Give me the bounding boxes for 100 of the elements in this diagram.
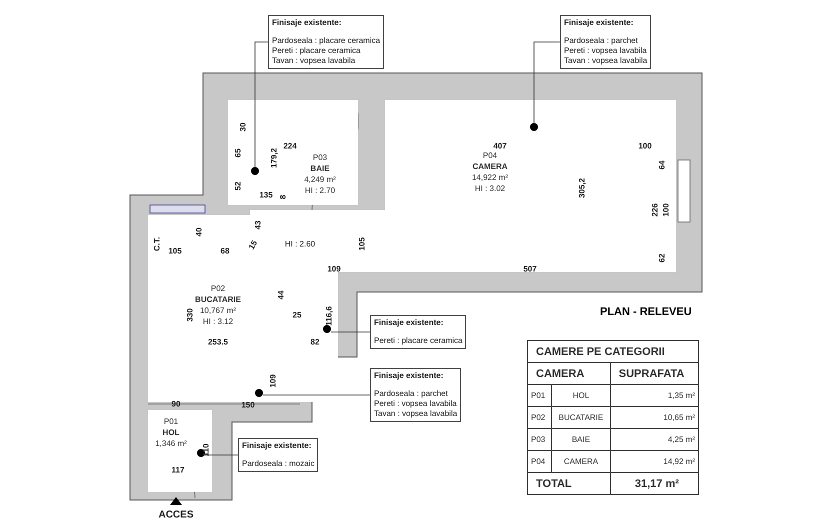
table-cell: 4,25 m²: [610, 428, 698, 450]
dimension-label: 68: [220, 246, 230, 256]
room-height: HI : 3.12: [202, 316, 234, 327]
callout-box: [238, 438, 318, 472]
leader-dot: [530, 123, 538, 131]
dimension-label: 253.5: [208, 338, 228, 346]
dimension-label: 52: [234, 182, 242, 190]
dimension-label: 407: [493, 142, 507, 150]
dimension-label: 305,2: [578, 178, 586, 198]
table-cell: 10,65 m²: [610, 406, 698, 428]
dimension-label: 90: [172, 400, 180, 408]
finish-note: Pardoseala : parchet: [374, 389, 449, 399]
table-cell: BUCATARIE: [552, 406, 610, 428]
dimension-label: 64: [658, 160, 666, 170]
room-code: P03: [312, 152, 328, 163]
room-name: BUCATARIE: [195, 294, 241, 305]
dimension-label: 109: [327, 264, 341, 274]
dimension-label: 40: [194, 228, 204, 236]
room-name: CAMERA: [472, 161, 508, 172]
dimension-label: 15: [246, 238, 260, 252]
table-cell: P03: [528, 428, 552, 450]
leader-dot: [251, 167, 259, 175]
room-name: HOL: [162, 427, 180, 438]
leader-line: [204, 454, 238, 456]
finish-note: Tavan : vopsea lavabila: [374, 409, 458, 419]
dimension-label: 105: [358, 237, 366, 251]
leader-dot: [197, 449, 205, 457]
callout-box: [268, 15, 384, 69]
room-area: 14,922 m²: [472, 172, 508, 183]
table-header-cell: CAMERA: [528, 362, 610, 384]
leader-dot: [323, 325, 331, 333]
callout-heading: Finisaje existente:: [374, 318, 444, 328]
leader-line: [534, 42, 560, 124]
dimension-label: 110: [202, 444, 210, 456]
finish-note: Tavan : vopsea lavabila: [272, 56, 356, 66]
table-header-cell: TOTAL: [528, 472, 610, 494]
table-cell: 14,92 m²: [610, 450, 698, 472]
plan-title: PLAN - RELEVEU: [600, 306, 692, 318]
callout-heading: Finisaje existente:: [374, 371, 444, 381]
dimension-label: 179,2: [270, 148, 278, 168]
dimension-label: 62: [658, 254, 666, 262]
callout-heading: Finisaje existente:: [564, 18, 634, 28]
dimension-label: 116,6: [324, 306, 334, 326]
dimension-label: 8: [278, 194, 288, 200]
room-height: HI : 3.02: [474, 183, 506, 194]
dimension-label: 30: [238, 122, 248, 132]
leader-line: [254, 42, 268, 168]
room-floor: [148, 410, 212, 492]
dimension-label: 43: [254, 220, 262, 230]
dimension-label: 330: [186, 308, 194, 322]
table-cell: HOL: [552, 384, 610, 406]
room-height: HI : 2.70: [304, 185, 336, 196]
room-area: 4,249 m²: [304, 174, 336, 185]
height-label: HI : 2.60: [284, 240, 316, 248]
finish-note: Pardoseala : parchet: [564, 36, 639, 46]
table-cell: P02: [528, 406, 552, 428]
room-area: 1,346 m²: [155, 438, 187, 449]
dimension-label: 65: [234, 148, 242, 158]
room-code: P02: [210, 283, 226, 294]
table-cell: 1,35 m²: [610, 384, 698, 406]
table-cell: P01: [528, 384, 552, 406]
leader-dot: [255, 389, 263, 397]
dimension-label: 507: [523, 264, 537, 274]
callout-box: [370, 315, 466, 349]
room-area: 10,767 m²: [195, 305, 241, 316]
dimension-label: 226: [650, 203, 660, 217]
finish-note: Pardoseala : placare ceramica: [272, 36, 380, 46]
dimension-label: 44: [276, 290, 286, 300]
finish-note: Pereti : placare ceramica: [272, 46, 362, 56]
table-cell: CAMERA: [552, 450, 610, 472]
table-header-cell: CAMERE PE CATEGORII: [528, 340, 698, 362]
callout-heading: Finisaje existente:: [272, 18, 342, 28]
callout-heading: Finisaje existente:: [242, 441, 312, 451]
finish-note: Tavan : vopsea lavabila: [564, 56, 648, 66]
dimension-label: 135: [259, 190, 273, 200]
finish-note: Pardoseala : mozaic: [242, 459, 314, 469]
dimension-label: 117: [172, 466, 184, 474]
dimension-label: 109: [268, 374, 278, 388]
dimension-label: 25: [292, 310, 302, 320]
room-code: P04: [482, 150, 498, 161]
dimension-label: 105: [168, 246, 182, 256]
table-cell: P04: [528, 450, 552, 472]
finish-note: Pereti : vopsea lavabila: [564, 46, 648, 56]
room-code: P01: [162, 416, 180, 427]
callout-box: [560, 15, 652, 69]
meter-label: C.T.: [152, 236, 162, 252]
dimension-label: 100: [662, 203, 670, 217]
callout-box: [370, 368, 462, 422]
room-floor: [228, 100, 358, 205]
finish-note: Pereti : placare ceramica: [374, 336, 462, 346]
dimension-label: 100: [638, 142, 652, 150]
dimension-label: 224: [283, 142, 297, 150]
table-header-cell: 31,17 m²: [610, 472, 698, 494]
room-name: BAIE: [309, 163, 331, 174]
leader-line: [262, 394, 370, 396]
room-floor: [385, 100, 676, 272]
dimension-label: 150: [241, 400, 255, 410]
finish-note: Pereti : vopsea lavabila: [374, 399, 458, 409]
entrance-label: ACCES: [158, 510, 194, 520]
table-header-cell: SUPRAFATA: [610, 362, 698, 384]
